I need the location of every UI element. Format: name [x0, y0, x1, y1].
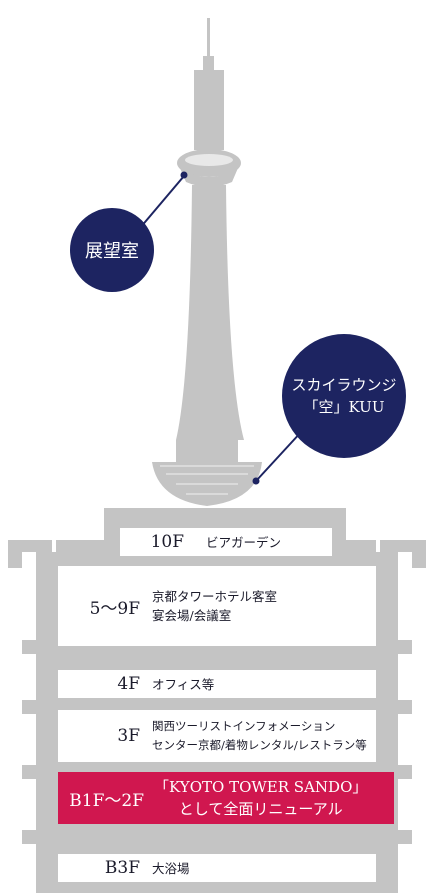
sky-lounge-sublabel: 「空」KUU — [303, 398, 385, 416]
floor-b3f: B3F 大浴場 — [58, 854, 376, 882]
observation-callout: 展望室 — [70, 208, 154, 292]
floor-description: オフィス等 — [152, 676, 215, 692]
sky-lounge-lattice — [160, 465, 254, 495]
floor-number: B3F — [104, 858, 140, 878]
floor-description-2: 宴会場/会議室 — [152, 608, 232, 623]
right-notch-4 — [398, 830, 412, 844]
right-ledge — [412, 552, 426, 568]
floor-description-2: センター京都/着物レンタル/レストラン等 — [152, 738, 367, 752]
right-wing — [346, 540, 426, 552]
lounge-dot — [252, 477, 260, 485]
right-notch-3 — [398, 765, 412, 779]
floor-number: 10F — [150, 532, 184, 552]
floor-description: 関西ツーリストインフォメーション — [152, 719, 336, 733]
antenna-base — [203, 56, 214, 74]
floor-description-2: として全面リニューアル — [178, 800, 343, 818]
observation-dot — [180, 171, 188, 179]
left-ledge — [8, 552, 22, 568]
sky-lounge-callout: スカイラウンジ 「空」KUU — [282, 334, 406, 458]
floor-description: ビアガーデン — [206, 534, 282, 550]
floor-3f: 3F 関西ツーリストインフォメーション センター京都/着物レンタル/レストラン等 — [58, 710, 376, 762]
observation-pointer — [139, 175, 185, 229]
floor-10f: 10F ビアガーデン — [120, 528, 332, 556]
right-notch-2 — [398, 700, 412, 714]
floor-description: 「KYOTO TOWER SANDO」 — [154, 778, 368, 796]
floor-description: 京都タワーホテル客室 — [152, 589, 278, 604]
left-notch-1 — [22, 640, 36, 654]
floor-number: B1F～2F — [69, 790, 144, 811]
observation-deck-lower — [180, 168, 238, 187]
sky-lounge-label: スカイラウンジ — [291, 376, 397, 394]
right-post-1 — [376, 540, 380, 552]
main-shaft — [176, 185, 244, 440]
sky-lounge-neck — [176, 440, 238, 464]
observation-deck-window — [185, 154, 233, 166]
floor-number: 4F — [117, 674, 140, 694]
floor-5-9f: 5～9F 京都タワーホテル客室 宴会場/会議室 — [58, 566, 376, 646]
floor-number: 3F — [117, 726, 140, 746]
right-notch-1 — [398, 640, 412, 654]
floor-4f: 4F オフィス等 — [58, 670, 376, 698]
observation-label: 展望室 — [85, 241, 139, 262]
left-notch-2 — [22, 700, 36, 714]
floor-number: 5～9F — [89, 598, 140, 619]
left-notch-4 — [22, 830, 36, 844]
floor-description: 大浴場 — [152, 860, 190, 876]
floor-b1-2f: B1F～2F 「KYOTO TOWER SANDO」 として全面リニューアル — [58, 772, 394, 824]
upper-shaft — [194, 70, 224, 150]
antenna — [207, 18, 210, 58]
left-post-1 — [52, 540, 56, 552]
left-notch-3 — [22, 765, 36, 779]
